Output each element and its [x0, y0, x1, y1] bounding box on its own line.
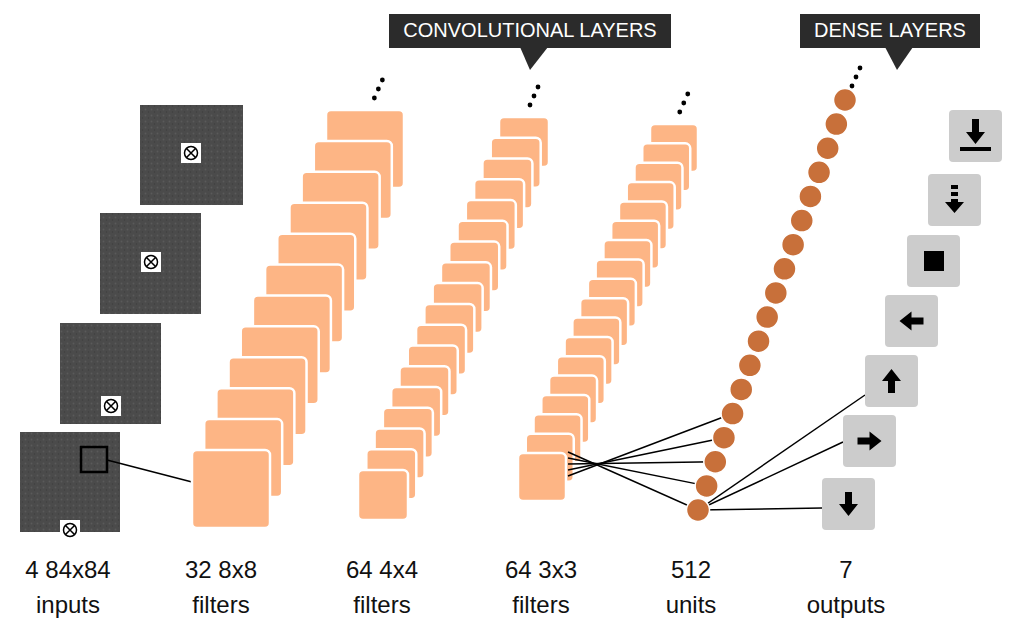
filter-stack: [518, 124, 698, 501]
continuation-dot: [850, 84, 855, 89]
dense-unit: [825, 113, 848, 136]
continuation-dot: [376, 87, 381, 92]
dense-unit: [764, 281, 787, 304]
dense-unit: [730, 378, 753, 401]
action-icon: [928, 174, 981, 226]
wire: [698, 508, 822, 510]
dense-unit: [816, 137, 839, 160]
dense-unit: [747, 330, 770, 353]
target-marker: [101, 396, 121, 416]
dense-unit: [799, 185, 822, 208]
continuation-dot: [380, 78, 385, 83]
action-icon: [907, 235, 960, 287]
dense-unit: [704, 450, 727, 473]
continuation-dot: [854, 75, 859, 80]
action-icon: [822, 478, 875, 530]
dense-unit: [756, 306, 779, 329]
dense-unit: [687, 499, 710, 522]
continuation-dot: [372, 96, 377, 101]
continuation-dot: [528, 103, 533, 108]
wire: [698, 442, 843, 510]
dense-unit: [773, 257, 796, 280]
callout-text: DENSE LAYERS: [814, 19, 966, 41]
action-icon: [949, 110, 1002, 162]
layer-label: 512 units: [643, 552, 739, 620]
layer-label: 64 4x4 filters: [334, 552, 430, 620]
dense-unit: [721, 402, 744, 425]
wire: [568, 414, 733, 476]
receptive-field: [81, 447, 107, 472]
wire: [568, 438, 724, 470]
continuation-dots: [372, 66, 862, 115]
dense-unit: [790, 209, 813, 232]
dense-wires: [568, 395, 865, 510]
dense-unit: [782, 233, 805, 256]
dense-units: [687, 89, 857, 522]
continuation-dot: [677, 110, 682, 115]
action-icon: [843, 415, 896, 467]
dense-unit: [712, 426, 735, 449]
callout-text: CONVOLUTIONAL LAYERS: [403, 19, 656, 41]
continuation-dot: [536, 85, 541, 90]
callout-pointer: [520, 47, 548, 70]
wire: [568, 452, 698, 510]
dense-unit: [834, 89, 857, 112]
callout-box: DENSE LAYERS: [800, 14, 980, 48]
callout-pointer: [885, 47, 913, 70]
target-marker: [181, 143, 201, 163]
action-icon: [885, 295, 938, 347]
receptive-line: [107, 460, 192, 482]
wire: [568, 462, 715, 464]
layer-label: 4 84x84 inputs: [20, 552, 116, 620]
continuation-dot: [532, 94, 537, 99]
filter-stacks: [192, 110, 698, 528]
layer-label: 64 3x3 filters: [493, 552, 589, 620]
action-icon: [865, 355, 918, 407]
target-markers: [60, 143, 201, 540]
continuation-dot: [681, 101, 686, 106]
callout-box: CONVOLUTIONAL LAYERS: [389, 14, 671, 48]
continuation-dot: [858, 66, 863, 71]
action-icons: [822, 110, 1002, 530]
layer-label: 32 8x8 filters: [173, 552, 269, 620]
dense-unit: [695, 474, 718, 497]
layer-label: 7 outputs: [798, 552, 894, 620]
dense-unit: [808, 161, 831, 184]
target-marker: [60, 520, 80, 540]
dense-unit: [738, 354, 761, 377]
continuation-dot: [685, 92, 690, 97]
target-marker: [141, 252, 161, 272]
